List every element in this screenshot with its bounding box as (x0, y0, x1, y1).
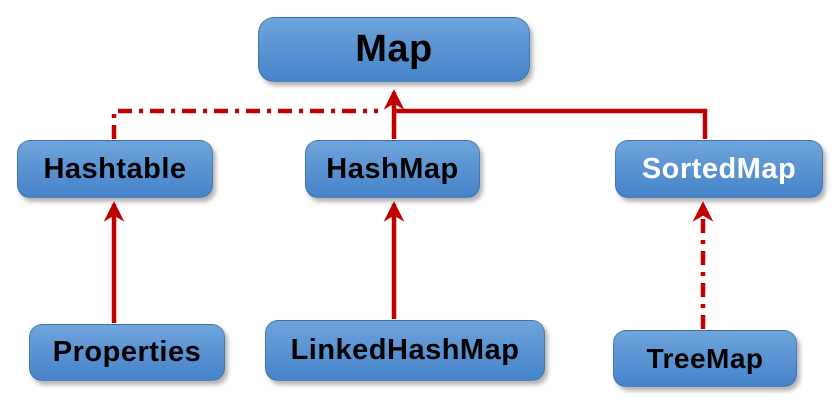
node-properties: Properties (29, 324, 225, 381)
node-sortedmap-label: SortedMap (641, 152, 797, 185)
node-linkedhashmap: LinkedHashMap (265, 320, 545, 381)
node-hashtable: Hashtable (17, 140, 213, 198)
node-linkedhashmap-label: LinkedHashMap (290, 334, 520, 366)
node-sortedmap: SortedMap (615, 140, 823, 198)
node-hashmap: HashMap (305, 140, 480, 198)
node-hashmap-label: HashMap (326, 152, 459, 185)
edge-sortedmap-map (394, 108, 708, 139)
node-treemap-label: TreeMap (646, 342, 764, 374)
node-map-label: Map (355, 28, 433, 70)
edge-hashtable-map (111, 108, 378, 139)
node-treemap: TreeMap (613, 330, 797, 387)
node-map: Map (258, 17, 530, 82)
node-hashtable-label: Hashtable (43, 152, 187, 185)
node-properties-label: Properties (52, 336, 202, 368)
